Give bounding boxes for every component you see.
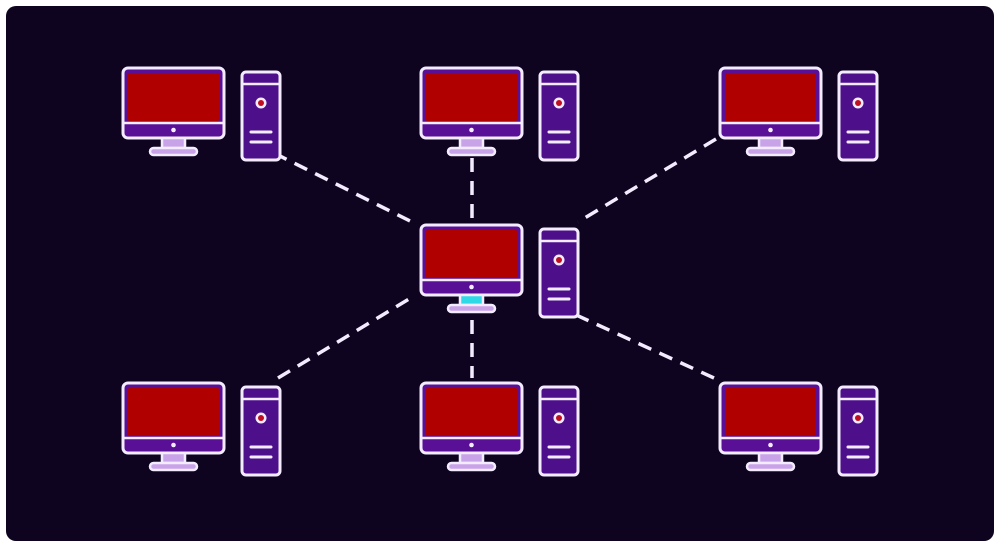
monitor-icon bbox=[419, 223, 524, 314]
link-hub-to-computer-bottom-right bbox=[573, 312, 715, 380]
link-hub-to-computer-bottom-left bbox=[277, 294, 415, 380]
monitor-icon bbox=[419, 381, 524, 472]
computer-tower-icon bbox=[538, 70, 580, 162]
monitor-icon bbox=[718, 66, 823, 157]
computer-tower-icon bbox=[538, 385, 580, 477]
monitor-icon bbox=[419, 66, 524, 157]
hub-computer bbox=[419, 223, 580, 319]
monitor-icon bbox=[121, 66, 226, 157]
monitor-icon bbox=[718, 381, 823, 472]
link-hub-to-computer-top-right bbox=[577, 137, 717, 224]
computer-top-left bbox=[121, 66, 282, 162]
network-links bbox=[273, 137, 717, 380]
computer-top-right bbox=[718, 66, 879, 162]
computer-tower-icon bbox=[837, 385, 879, 477]
computer-tower-icon bbox=[240, 385, 282, 477]
computers bbox=[121, 66, 879, 477]
computer-top-center bbox=[419, 66, 580, 162]
computer-tower-icon bbox=[837, 70, 879, 162]
diagram-frame bbox=[6, 6, 994, 541]
monitor-icon bbox=[121, 381, 226, 472]
computer-bottom-center bbox=[419, 381, 580, 477]
computer-tower-icon bbox=[538, 227, 580, 319]
computer-bottom-right bbox=[718, 381, 879, 477]
link-hub-to-computer-top-left bbox=[273, 151, 417, 226]
computer-tower-icon bbox=[240, 70, 282, 162]
computer-bottom-left bbox=[121, 381, 282, 477]
network-diagram bbox=[6, 6, 994, 541]
